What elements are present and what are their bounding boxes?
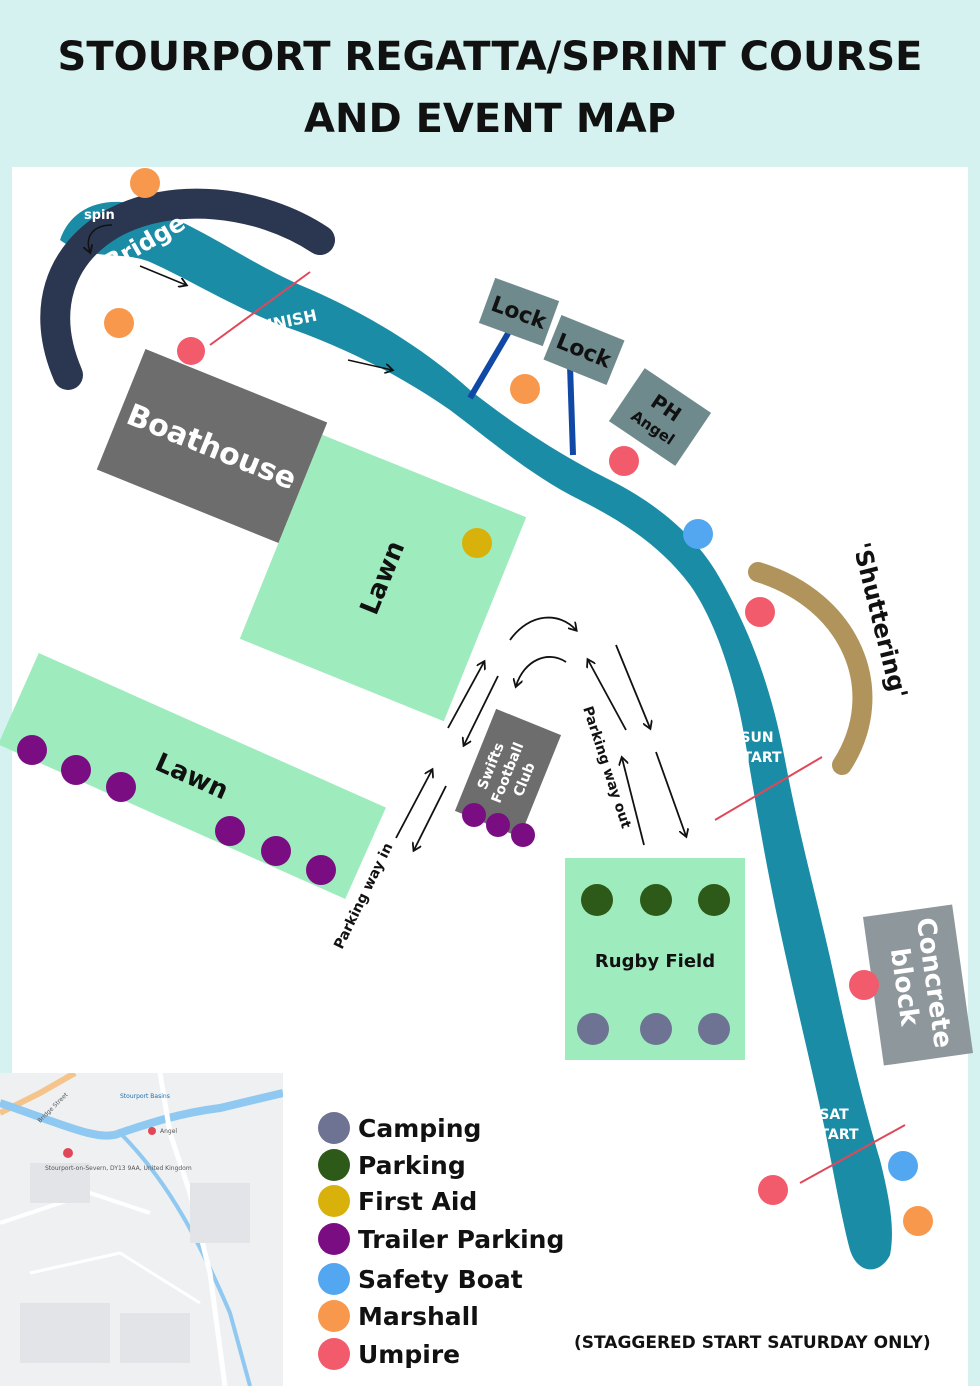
- sat-start-label-2: START: [809, 1127, 859, 1143]
- lock1-line: [467, 328, 513, 400]
- concrete-block: Concrete block: [862, 904, 974, 1066]
- legend-item-marshall: Marshall: [318, 1300, 578, 1334]
- lawn-lower: Lawn: [0, 653, 386, 899]
- umpire-marker: [849, 970, 879, 1000]
- marshall-marker: [104, 308, 134, 338]
- swifts-football-club: Swifts Football Club: [454, 708, 562, 838]
- staggered-start-note: (STAGGERED START SATURDAY ONLY): [574, 1333, 931, 1353]
- trailer-parking-dot: [318, 1223, 350, 1255]
- safety-boat-marker: [683, 519, 713, 549]
- arrow-in-down: [414, 785, 447, 850]
- legend-item-safety-boat: Safety Boat: [318, 1263, 578, 1297]
- legend-label: First Aid: [358, 1187, 478, 1216]
- traffic-arrows: [395, 616, 686, 850]
- sun-start-label-2: START: [732, 750, 782, 766]
- legend-item-umpire: Umpire: [318, 1338, 578, 1372]
- title-line-1: STOURPORT REGATTA/SPRINT COURSE: [57, 34, 923, 80]
- legend-label: Umpire: [358, 1340, 461, 1369]
- inset-label-location: Stourport-on-Severn, DY13 9AA, United Ki…: [45, 1165, 192, 1172]
- page-title: STOURPORT REGATTA/SPRINT COURSE AND EVEN…: [0, 26, 980, 150]
- inset-label-angel: Angel: [160, 1128, 177, 1135]
- sat-start-label-1: SAT: [819, 1107, 849, 1123]
- trailer-parking-marker: [215, 816, 245, 846]
- marshall-marker: [510, 374, 540, 404]
- map-markers: [17, 168, 933, 1236]
- parking-marker: [698, 884, 730, 916]
- parking-way-out-label: Parking way out: [579, 704, 634, 830]
- parking-dot: [318, 1149, 350, 1181]
- boathouse: Boathouse: [96, 349, 328, 543]
- arrow-curve-top: [509, 616, 576, 641]
- title-line-2: AND EVENT MAP: [304, 96, 676, 142]
- umpire-marker: [609, 446, 639, 476]
- first-aid-dot: [318, 1185, 350, 1217]
- parking-marker: [640, 884, 672, 916]
- lawn-upper: Lawn: [239, 434, 527, 722]
- arrow-down-left-1: [464, 675, 499, 745]
- umpire-marker: [758, 1175, 788, 1205]
- trailer-parking-marker: [261, 836, 291, 866]
- legend-label: Marshall: [358, 1302, 479, 1331]
- legend-item-first-aid: First Aid: [318, 1185, 578, 1219]
- sun-start-label-1: SUN: [740, 730, 773, 746]
- camping-dot: [318, 1112, 350, 1144]
- finish-line: [209, 271, 311, 346]
- arrow-in-up: [395, 770, 432, 839]
- sun-start-line: [714, 756, 823, 821]
- arrow-curve-mid: [516, 656, 567, 686]
- arrow-out-down-1: [615, 644, 650, 728]
- shuttering: [748, 562, 873, 775]
- legend-label: Trailer Parking: [358, 1225, 565, 1254]
- umpire-marker: [745, 597, 775, 627]
- camping-marker: [577, 1013, 609, 1045]
- inset-street-map: Stourport-on-Severn, DY13 9AA, United Ki…: [0, 1073, 283, 1386]
- inset-map-graphic: Stourport-on-Severn, DY13 9AA, United Ki…: [0, 1073, 283, 1386]
- inset-label-basins: Stourport Basins: [120, 1093, 170, 1100]
- lock1: Lock: [478, 277, 560, 347]
- trailer-parking-marker: [511, 823, 535, 847]
- safety-boat-marker: [888, 1151, 918, 1181]
- first-aid-marker: [462, 528, 492, 558]
- legend-label: Safety Boat: [358, 1265, 523, 1294]
- landing-lane-arrow: [139, 265, 186, 285]
- camping-marker: [698, 1013, 730, 1045]
- marshall-marker: [903, 1206, 933, 1236]
- arrow-up-left-1: [447, 662, 484, 729]
- safety-boat-dot: [318, 1263, 350, 1295]
- lock2: Lock: [543, 315, 625, 385]
- umpire-marker: [177, 337, 205, 365]
- spin-label: spin: [84, 208, 115, 223]
- trailer-parking-marker: [61, 755, 91, 785]
- trailer-parking-marker: [486, 813, 510, 837]
- marshall-dot: [318, 1300, 350, 1332]
- legend-label: Parking: [358, 1151, 466, 1180]
- landing-lane-label: landing lane: [127, 275, 195, 310]
- trailer-parking-marker: [17, 735, 47, 765]
- marshall-marker: [130, 168, 160, 198]
- river: [60, 201, 892, 1270]
- spin-arrow: [88, 224, 113, 252]
- header: STOURPORT REGATTA/SPRINT COURSE AND EVEN…: [0, 0, 980, 165]
- trailer-parking-marker: [306, 855, 336, 885]
- trailer-parking-marker: [106, 772, 136, 802]
- legend-item-parking: Parking: [318, 1149, 578, 1183]
- rugby-field-label: Rugby Field: [595, 951, 715, 972]
- arrow-out-up-2: [622, 758, 645, 846]
- parking-marker: [581, 884, 613, 916]
- arrow-out-up-1: [588, 660, 627, 731]
- legend-item-trailer-parking: Trailer Parking: [318, 1223, 578, 1257]
- camping-marker: [640, 1013, 672, 1045]
- legend-item-camping: Camping: [318, 1112, 578, 1146]
- sat-start-line: [799, 1124, 906, 1184]
- boating-on-lane-arrow: [347, 359, 392, 370]
- trailer-parking-marker: [462, 803, 486, 827]
- lock2-line: [567, 364, 576, 456]
- umpire-dot: [318, 1338, 350, 1370]
- arrow-out-down-2: [655, 751, 686, 836]
- legend-label: Camping: [358, 1114, 482, 1143]
